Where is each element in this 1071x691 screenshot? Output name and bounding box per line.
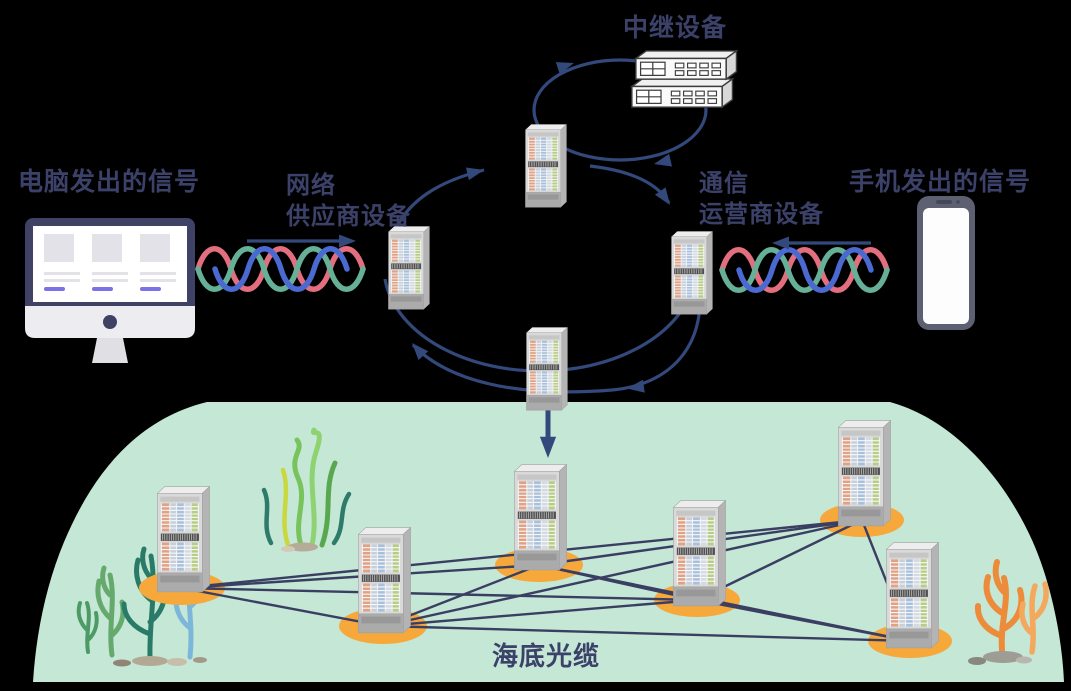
desktop-computer-icon xyxy=(25,218,195,363)
server-rack-sea-3 xyxy=(514,465,566,570)
network-provider-label: 网络 供应商设备 xyxy=(286,170,411,231)
network-provider-line1: 网络 xyxy=(286,171,336,199)
network-switch-top xyxy=(635,50,738,80)
telecom-operator-label: 通信 运营商设备 xyxy=(699,168,824,229)
signal-helix-left-icon xyxy=(195,246,366,292)
server-rack-sea-2 xyxy=(358,528,410,633)
relay-device-label: 中继设备 xyxy=(623,13,728,42)
undersea-cable-label: 海底光缆 xyxy=(492,642,601,672)
server-rack-ring-bottom xyxy=(527,327,568,410)
down-arrow-to-sea xyxy=(539,407,557,458)
network-provider-line2: 供应商设备 xyxy=(286,201,411,230)
telecom-operator-line1: 通信 xyxy=(699,169,749,197)
server-rack-sea-4 xyxy=(673,501,725,606)
telecom-operator-line2: 运营商设备 xyxy=(699,199,824,228)
server-rack-sea-1 xyxy=(157,487,209,592)
signal-arrow-left xyxy=(772,236,871,250)
seaweed-kelp-icon xyxy=(261,427,352,552)
server-rack-ring-top xyxy=(526,124,567,207)
coral-orange-icon xyxy=(968,559,1049,665)
computer-signal-label: 电脑发出的信号 xyxy=(18,167,201,196)
server-rack-sea-5 xyxy=(838,421,890,526)
server-rack-ring-right xyxy=(672,231,713,314)
server-rack-sea-6 xyxy=(886,543,938,648)
relay-loop-arrows xyxy=(532,56,708,171)
signal-arrow-right xyxy=(247,234,356,248)
network-switch-bottom xyxy=(631,78,734,108)
browser-cards xyxy=(44,234,176,291)
phone-signal-label: 手机发出的信号 xyxy=(849,167,1032,196)
signal-helix-right-icon xyxy=(719,247,890,293)
server-rack-ring-left xyxy=(389,226,430,309)
smartphone-icon xyxy=(917,196,975,330)
